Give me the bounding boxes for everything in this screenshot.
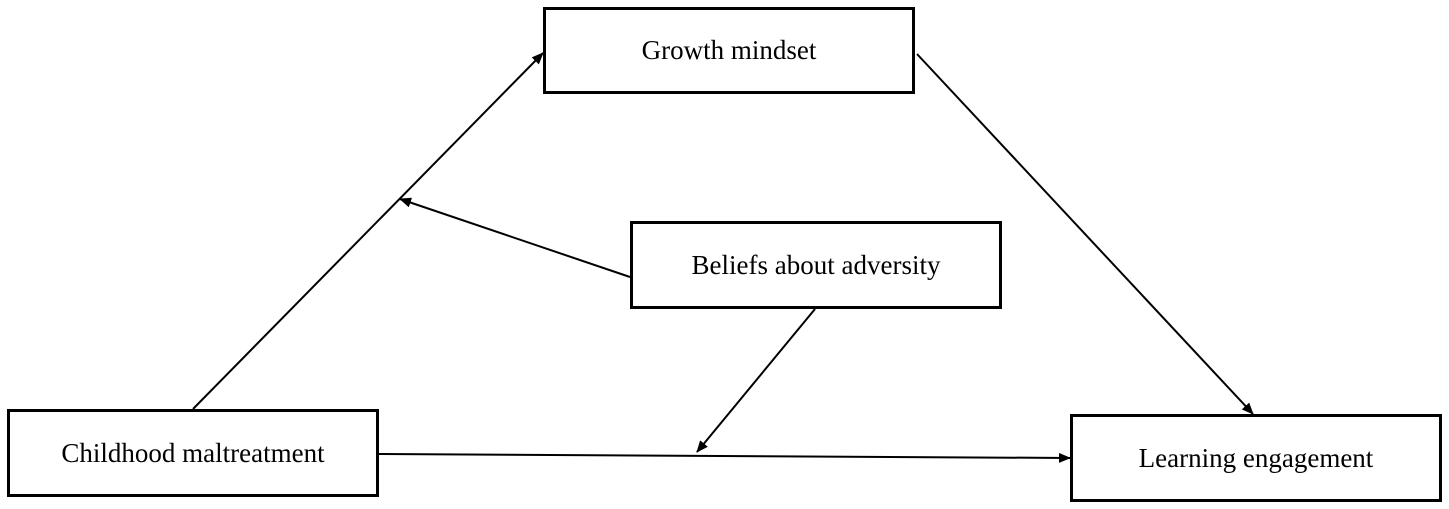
node-learning-engagement: Learning engagement <box>1070 414 1442 502</box>
node-learning-engagement-label: Learning engagement <box>1138 442 1374 473</box>
arrow-beliefs-moderates-direct-path <box>696 308 816 453</box>
arrow-growth-to-learning <box>916 53 1254 415</box>
arrow-childhood-to-learning <box>378 452 1071 463</box>
arrow-childhood-to-growth <box>192 52 544 410</box>
node-beliefs-about-adversity: Beliefs about adversity <box>630 221 1002 309</box>
node-growth-mindset: Growth mindset <box>543 7 915 94</box>
node-beliefs-about-adversity-label: Beliefs about adversity <box>691 249 941 280</box>
node-growth-mindset-label: Growth mindset <box>641 35 817 65</box>
arrow-beliefs-moderates-a-path <box>399 197 631 278</box>
node-childhood-maltreatment-label: Childhood maltreatment <box>61 437 325 468</box>
node-childhood-maltreatment: Childhood maltreatment <box>7 409 379 497</box>
